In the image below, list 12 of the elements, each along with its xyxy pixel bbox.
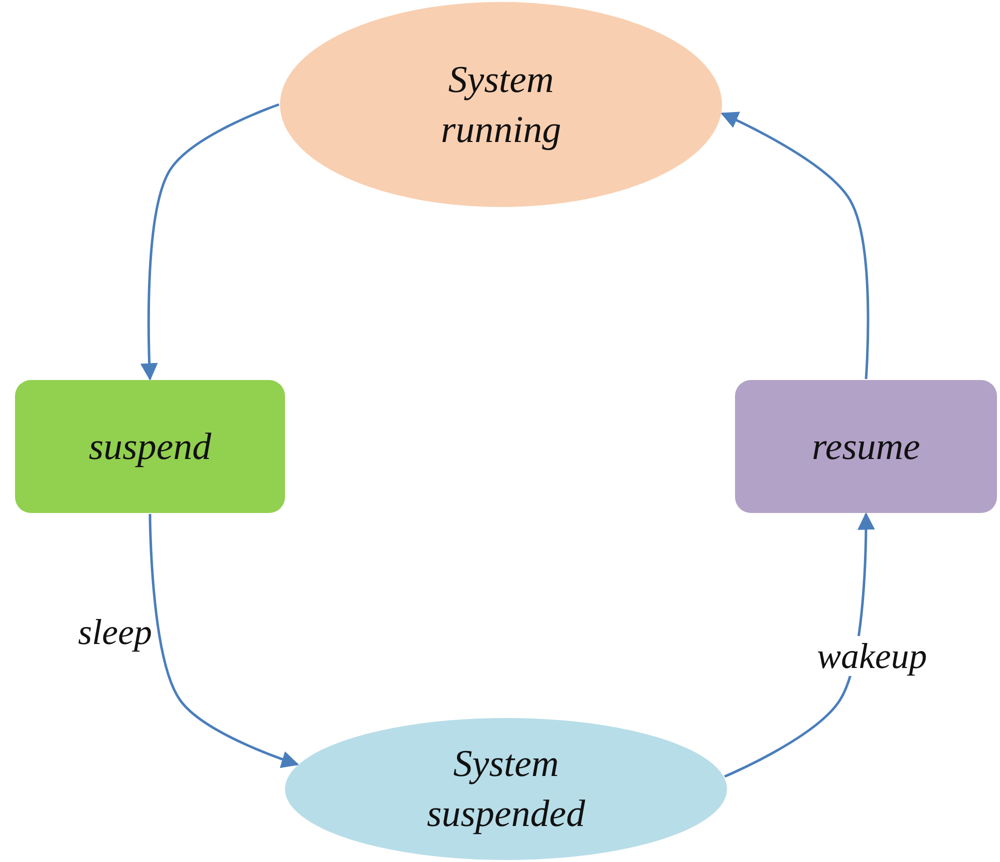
state-ellipse xyxy=(280,2,722,207)
node-label: System suspended xyxy=(426,742,586,837)
process-box xyxy=(735,380,997,513)
edge-label: wakeup xyxy=(815,636,929,676)
arrow xyxy=(140,103,280,381)
process-box xyxy=(15,380,285,513)
arrow xyxy=(148,514,300,768)
node-label: suspend xyxy=(88,424,212,470)
node-label: resume xyxy=(812,424,920,470)
state-ellipse xyxy=(285,718,727,860)
arrow xyxy=(720,112,870,380)
node-label: System running xyxy=(440,58,562,152)
